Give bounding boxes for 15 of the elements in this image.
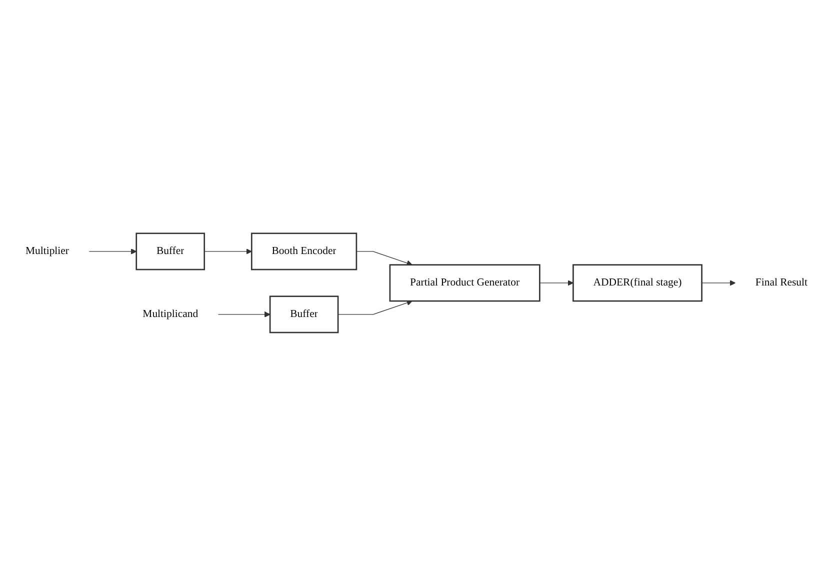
arrow (356, 250, 412, 266)
node-text: Multiplier (26, 244, 69, 256)
arrow (218, 311, 270, 317)
arrow (539, 280, 574, 286)
node-text: Final Result (755, 276, 808, 288)
node-box: Booth Encoder (250, 232, 358, 270)
node-text: Multiplicand (142, 308, 198, 320)
arrow (701, 280, 736, 286)
arrow (204, 248, 252, 254)
node-box: Buffer (269, 295, 339, 333)
node-box: ADDER(final stage) (572, 264, 702, 302)
arrow (88, 248, 137, 254)
arrow (338, 300, 412, 314)
node-box: Buffer (136, 232, 206, 270)
node-box: Partial Product Generator (389, 264, 540, 302)
